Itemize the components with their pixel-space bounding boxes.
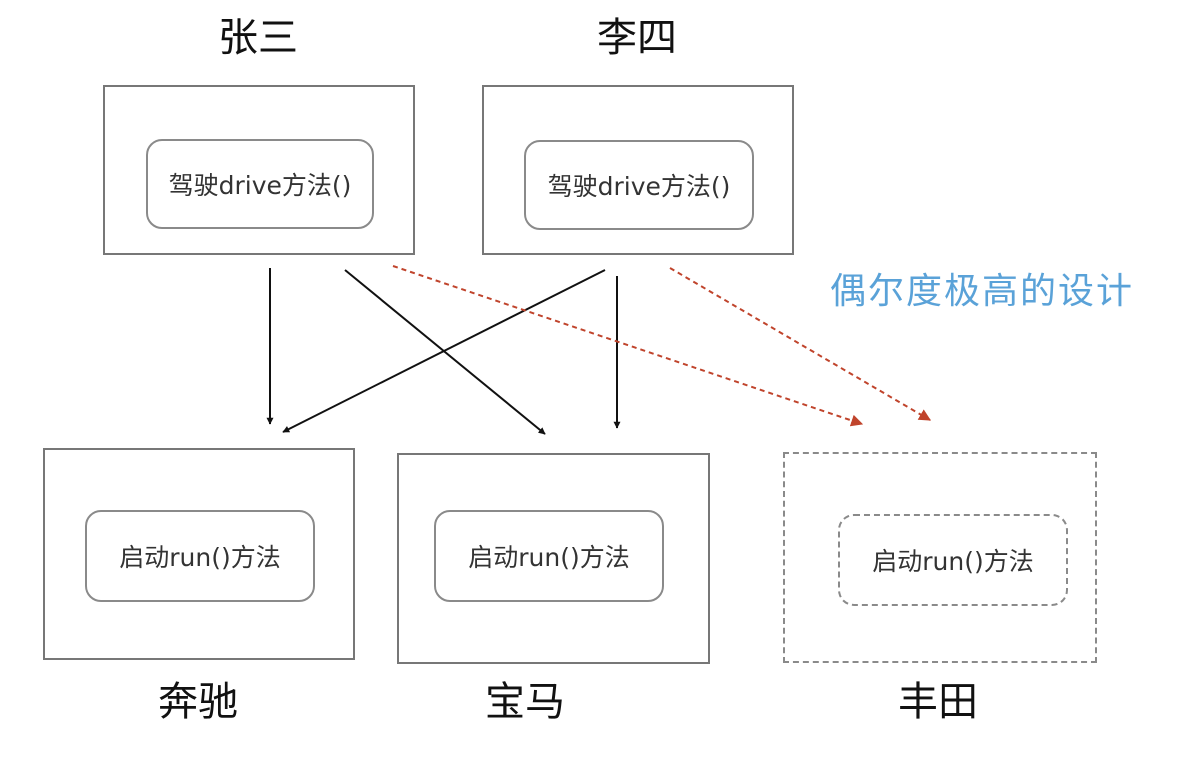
car-box-toyota: 启动run()方法 — [783, 452, 1097, 663]
arrow-zhangsan-toyota — [392, 265, 864, 427]
person-box-lisi: 驾驶drive方法() — [482, 85, 794, 255]
car-box-bmw: 启动run()方法 — [397, 453, 710, 664]
person-name-zhangsan: 张三 — [218, 15, 298, 61]
run-method-box: 启动run()方法 — [434, 510, 664, 602]
drive-method-box: 驾驶drive方法() — [524, 140, 754, 230]
design-note: 偶尔度极高的设计 — [830, 271, 1135, 312]
person-name-lisi: 李四 — [597, 15, 677, 61]
arrow-lisi-benz — [282, 269, 606, 433]
car-name-toyota: 丰田 — [898, 679, 978, 725]
run-method-box: 启动run()方法 — [838, 514, 1068, 606]
arrow-lisi-toyota — [669, 267, 932, 421]
arrow-zhangsan-bmw — [344, 269, 546, 435]
car-name-benz: 奔驰 — [158, 679, 238, 725]
drive-method-box: 驾驶drive方法() — [146, 139, 374, 229]
car-box-benz: 启动run()方法 — [43, 448, 355, 660]
run-method-box: 启动run()方法 — [85, 510, 315, 602]
car-name-bmw: 宝马 — [485, 679, 565, 725]
person-box-zhangsan: 驾驶drive方法() — [103, 85, 415, 255]
